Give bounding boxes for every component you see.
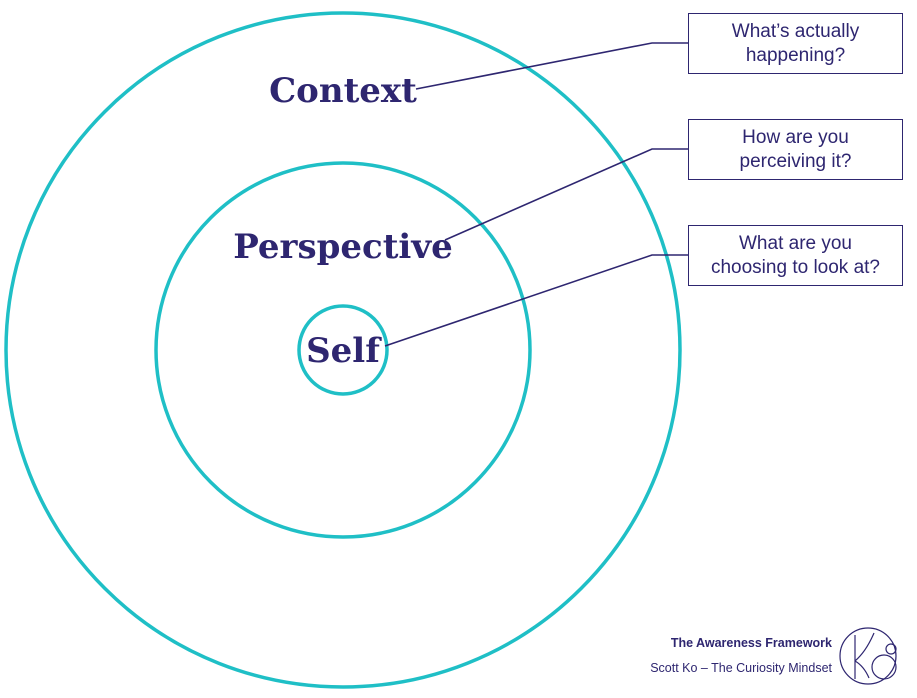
perspective-label: Perspective xyxy=(233,227,452,267)
perspective-question-line-2: perceiving it? xyxy=(739,150,852,172)
self-question-box: What are you choosing to look at? xyxy=(688,225,903,286)
context-label: Context xyxy=(269,71,417,111)
perspective-leader-line xyxy=(444,148,688,241)
self-question-line-2: choosing to look at? xyxy=(710,256,880,278)
context-ring xyxy=(4,11,682,689)
footer-subtitle: Scott Ko – The Curiosity Mindset xyxy=(650,661,832,675)
perspective-question-line-1: How are you xyxy=(742,126,849,148)
context-question-line-2: happening? xyxy=(745,44,846,66)
context-leader-line xyxy=(415,42,688,90)
context-question-line-1: What’s actually xyxy=(731,20,860,42)
context-question-box: What’s actually happening? xyxy=(688,13,903,74)
self-ring xyxy=(297,304,389,396)
self-label: Self xyxy=(306,331,382,371)
perspective-question-box: How are you perceiving it? xyxy=(688,119,903,180)
perspective-ring xyxy=(154,161,532,539)
ko-monogram-logo-icon xyxy=(839,627,897,685)
footer-title: The Awareness Framework xyxy=(670,636,832,650)
self-leader-line xyxy=(384,254,688,347)
self-question-line-1: What are you xyxy=(739,232,852,254)
